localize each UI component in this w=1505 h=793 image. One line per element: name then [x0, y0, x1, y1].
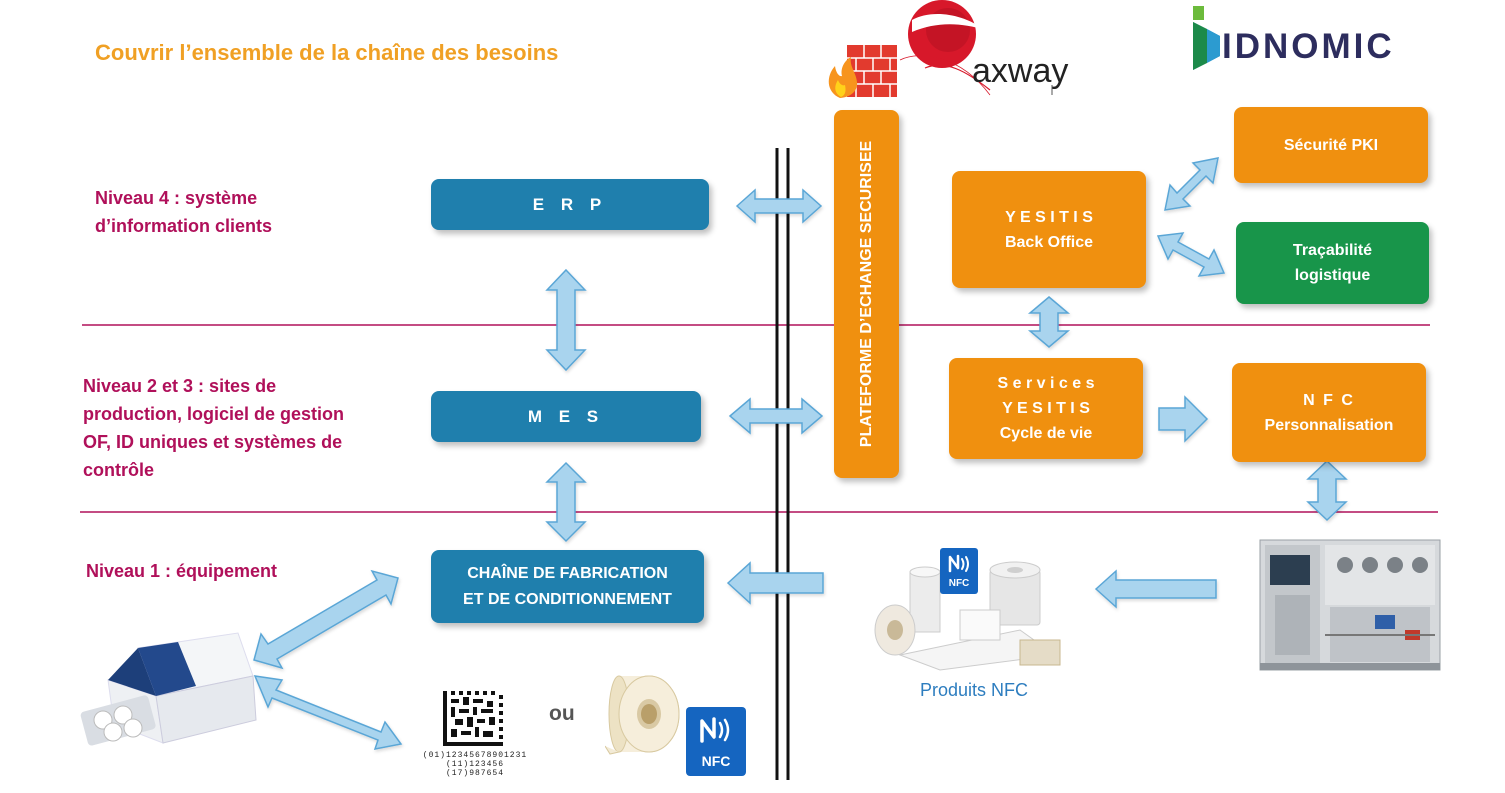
tracabilite-line: Traçabilité — [1292, 242, 1373, 259]
level-23-line: contrôle — [83, 460, 155, 480]
level-23-label: Niveau 2 et 3 : sites de production, log… — [83, 372, 344, 484]
securite-label: Sécurité PKI — [1283, 136, 1379, 154]
tracabilite-box: Traçabilité logistique — [1236, 222, 1429, 304]
nfc-title: N F C — [1303, 391, 1355, 409]
services-line: Y E S I T I S — [1002, 400, 1090, 417]
left-arrow — [726, 561, 824, 605]
mes-box: M E S — [431, 391, 701, 442]
yesitis-title: Y E S I T I S — [1005, 208, 1093, 226]
vertical-double-arrow — [1306, 459, 1348, 522]
produits-nfc-label: Produits NFC — [920, 680, 1029, 700]
yesitis-back-office-box: Y E S I T I S Back Office — [952, 171, 1146, 288]
diagonal-double-arrow — [253, 569, 399, 670]
chaine-box: CHAÎNE DE FABRICATION ET DE CONDITIONNEM… — [431, 550, 704, 623]
barcode-line: (11)123456 — [445, 760, 504, 769]
vertical-double-arrow — [1027, 296, 1071, 348]
level-4-line: Niveau 4 : système — [95, 188, 258, 208]
vertical-double-arrow — [545, 461, 587, 543]
right-arrow — [1158, 395, 1209, 443]
or-label: ou — [549, 702, 575, 725]
level-23-line: OF, ID uniques et systèmes de — [83, 432, 343, 452]
nfc-badge-label: NFC — [701, 753, 731, 769]
yesitis-services-box: S e r v i c e s Y E S I T I S Cycle de v… — [949, 358, 1143, 459]
erp-box: E R P — [431, 179, 709, 230]
level-1-label: Niveau 1 : équipement — [86, 561, 278, 581]
medicine-box-image — [80, 632, 257, 746]
nfc-products-image — [874, 561, 1061, 671]
nfc-badge: NFC — [686, 707, 746, 776]
axway-logo-text: axway — [972, 52, 1068, 90]
services-line: Cycle de vie — [999, 425, 1093, 442]
nfc-icon — [948, 554, 969, 573]
barcode-line: (01)12345678901231 — [422, 751, 528, 760]
tracabilite-line: logistique — [1294, 267, 1371, 284]
label-roll-image — [605, 675, 680, 755]
vertical-double-arrow — [545, 268, 587, 372]
chaine-line: CHAÎNE DE FABRICATION — [467, 564, 668, 582]
level-23-line: production, logiciel de gestion — [83, 404, 345, 424]
platform-label: PLATEFORME D’ECHANGE SECURISEE — [857, 140, 875, 448]
nfc-machine-image — [1259, 539, 1441, 671]
yesitis-subtitle: Back Office — [1004, 233, 1094, 251]
double-arrow — [728, 397, 824, 435]
nfc-personnalisation-box: N F C Personnalisation — [1232, 363, 1426, 462]
idnomic-logo: IDNOMIC — [1193, 6, 1395, 70]
page-title: Couvrir l’ensemble de la chaîne des beso… — [95, 40, 559, 65]
securite-pki-box: Sécurité PKI — [1234, 107, 1428, 183]
level-4-line: d’information clients — [95, 216, 273, 236]
diagonal-double-arrow — [253, 675, 403, 750]
firewall-icon — [828, 45, 897, 98]
nfc-small-badge: NFC — [940, 548, 978, 594]
barcode-line: (17)987654 — [445, 769, 504, 778]
nfc-small-badge-label: NFC — [948, 578, 970, 589]
diagonal-double-arrow — [1164, 157, 1219, 211]
diagonal-double-arrow — [1156, 232, 1226, 277]
idnomic-logo-text: IDNOMIC — [1222, 27, 1395, 66]
nfc-subtitle: Personnalisation — [1264, 416, 1394, 434]
chaine-line: ET DE CONDITIONNEMENT — [463, 590, 672, 608]
barcode-text: (01)12345678901231 (11)123456 (17)987654 — [415, 751, 535, 778]
nfc-icon — [700, 717, 730, 743]
level-23-line: Niveau 2 et 3 : sites de — [83, 376, 277, 396]
double-arrow — [735, 188, 823, 224]
left-arrow — [1094, 569, 1217, 609]
level-4-label: Niveau 4 : système d’information clients — [95, 184, 272, 240]
axway-logo: axway — [899, 0, 1068, 96]
platform-box: PLATEFORME D’ECHANGE SECURISEE — [834, 110, 899, 478]
services-line: S e r v i c e s — [997, 375, 1095, 392]
datamatrix-icon — [443, 691, 503, 746]
